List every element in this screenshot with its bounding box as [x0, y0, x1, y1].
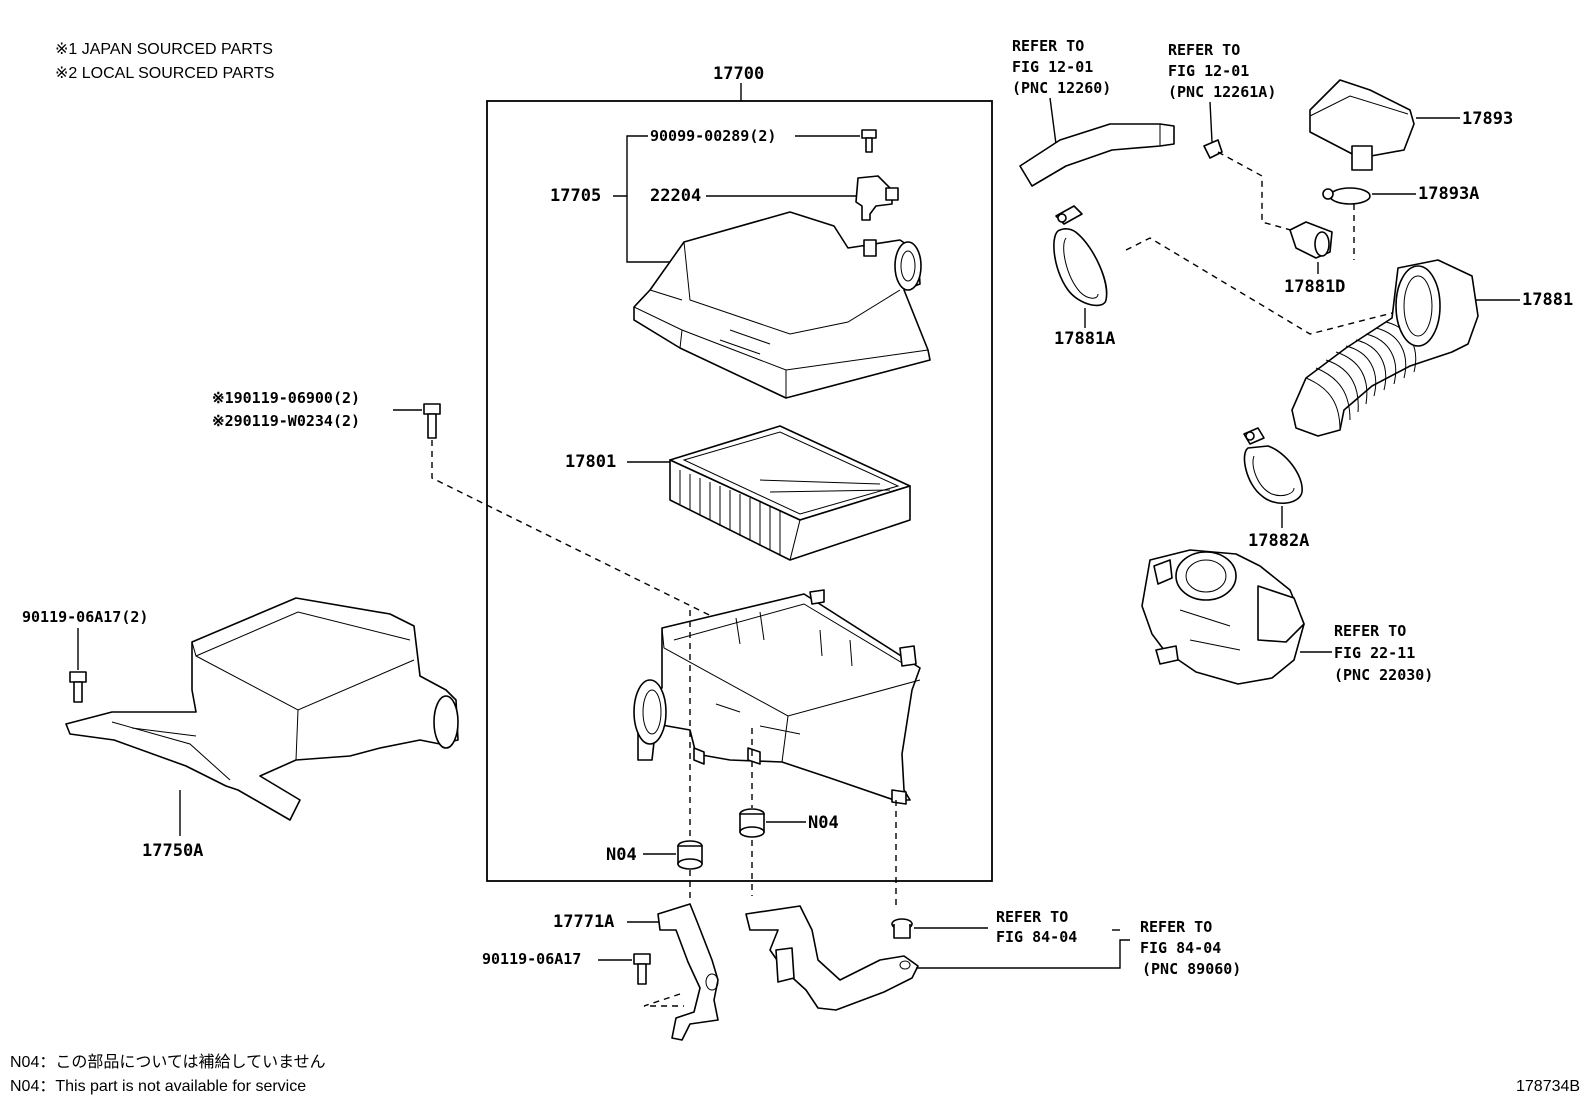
breather-hose[interactable] — [1019, 123, 1175, 187]
label-17771a[interactable]: 17771A — [553, 912, 614, 932]
ref2-line1[interactable]: REFER TO — [1168, 41, 1240, 59]
ref2-line3[interactable]: (PNC 12261A) — [1168, 83, 1276, 101]
ref2-line2[interactable]: FIG 12-01 — [1168, 62, 1249, 80]
ref5-line1[interactable]: REFER TO — [1140, 918, 1212, 936]
label-17801[interactable]: 17801 — [565, 452, 616, 472]
ref3-line1[interactable]: REFER TO — [1334, 622, 1406, 640]
hose-clamp-lower[interactable] — [1243, 427, 1303, 504]
ref4-line2[interactable]: FIG 84-04 — [996, 928, 1077, 946]
grommet-icon[interactable] — [677, 840, 703, 870]
label-17893a[interactable]: 17893A — [1418, 184, 1479, 204]
ref3-line3[interactable]: (PNC 22030) — [1334, 666, 1433, 684]
footer-note-jp: N04：この部品については補給していません — [10, 1053, 326, 1071]
resonator[interactable] — [65, 597, 459, 821]
label-17705[interactable]: 17705 — [550, 186, 601, 206]
screw-icon[interactable] — [861, 129, 877, 153]
air-cleaner-case[interactable] — [633, 589, 921, 805]
ref5-line2[interactable]: FIG 84-04 — [1140, 939, 1221, 957]
label-17881a[interactable]: 17881A — [1054, 329, 1115, 349]
grommet-icon[interactable] — [739, 808, 765, 838]
ref1-line1[interactable]: REFER TO — [1012, 37, 1084, 55]
label-17881[interactable]: 17881 — [1522, 290, 1573, 310]
assembly-box — [486, 100, 993, 882]
bolt-icon[interactable] — [423, 403, 441, 439]
label-n04-right[interactable]: N04 — [808, 813, 839, 833]
throttle-body[interactable] — [1141, 549, 1305, 685]
bolt-icon[interactable] — [633, 953, 651, 985]
label-90119-06900[interactable]: ※190119-06900(2) — [212, 389, 360, 407]
label-17750a[interactable]: 17750A — [142, 841, 203, 861]
ref5-line3[interactable]: (PNC 89060) — [1142, 960, 1241, 978]
label-17882a[interactable]: 17882A — [1248, 531, 1309, 551]
label-22204[interactable]: 22204 — [650, 186, 701, 206]
ref1-line2[interactable]: FIG 12-01 — [1012, 58, 1093, 76]
bracket-lower[interactable] — [745, 905, 919, 1011]
label-90119-w0234[interactable]: ※290119-W0234(2) — [212, 412, 360, 430]
figure-id: 178734B — [1516, 1078, 1580, 1095]
air-filter-element[interactable] — [669, 425, 911, 561]
footer-note-en: N04：This part is not available for servi… — [10, 1078, 306, 1095]
intake-cover[interactable] — [1309, 79, 1415, 171]
bracket-left[interactable] — [657, 903, 719, 1041]
clip-icon[interactable] — [1203, 139, 1223, 159]
air-cleaner-cap[interactable] — [633, 211, 931, 399]
ref3-line2[interactable]: FIG 22-11 — [1334, 644, 1415, 662]
hose-clamp-small[interactable] — [1322, 187, 1371, 205]
intake-hose[interactable] — [1291, 259, 1479, 437]
label-n04-left[interactable]: N04 — [606, 845, 637, 865]
note-japan-sourced: ※1 JAPAN SOURCED PARTS — [55, 41, 273, 58]
ref4-line1[interactable]: REFER TO — [996, 908, 1068, 926]
label-90099-00289[interactable]: 90099-00289(2) — [650, 127, 776, 145]
clip-icon[interactable] — [891, 918, 913, 939]
bolt-icon[interactable] — [69, 671, 87, 703]
label-90119-06a17-2[interactable]: 90119-06A17(2) — [22, 608, 148, 626]
hose-nipple[interactable] — [1289, 221, 1333, 259]
label-17700[interactable]: 17700 — [713, 64, 764, 84]
label-17881d[interactable]: 17881D — [1284, 277, 1345, 297]
label-17893[interactable]: 17893 — [1462, 109, 1513, 129]
hose-clamp-upper[interactable] — [1053, 205, 1108, 307]
label-90119-06a17[interactable]: 90119-06A17 — [482, 950, 581, 968]
note-local-sourced: ※2 LOCAL SOURCED PARTS — [55, 65, 274, 82]
ref1-line3[interactable]: (PNC 12260) — [1012, 79, 1111, 97]
air-flow-sensor-icon[interactable] — [855, 175, 899, 221]
